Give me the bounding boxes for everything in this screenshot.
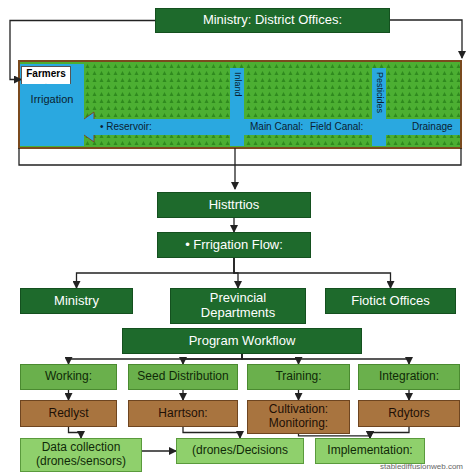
step-box: Integration: [358, 364, 460, 390]
output-box: Implementation: [315, 438, 425, 464]
output-box: Data collection (drones/sensors) [20, 438, 142, 472]
process-box: • Frrigation Flow: [157, 232, 311, 258]
node-text: Previncial Departments [175, 291, 301, 321]
flow-arrow [142, 450, 176, 451]
flow-arrow [68, 390, 69, 400]
flow-arrow [183, 427, 240, 438]
canal-label: Inland [233, 72, 243, 97]
canal-label: Main Canal: [250, 121, 303, 132]
org-box: Previncial Departments [170, 288, 306, 324]
node-text: Redlyst [48, 407, 88, 421]
node-text: Ministry: District Offices: [203, 13, 342, 28]
canal-label: Pesticides [375, 72, 385, 113]
flow-arrow [408, 390, 409, 400]
process-box: Histtrtios [157, 192, 311, 218]
node-text: Implementation: [327, 444, 412, 458]
output-box: (drones/Decisions [176, 438, 304, 464]
step-box: Seed Distribution [128, 364, 238, 390]
task-box: Rdytors [358, 400, 460, 427]
node-text: Training: [275, 370, 321, 384]
flow-arrow [182, 390, 183, 400]
node-text: Rdytors [388, 407, 429, 421]
node-text: Histtrtios [209, 198, 260, 213]
flow-arrow [242, 354, 409, 364]
reservoir-box: Irrigation [21, 84, 83, 114]
flow-arrow [69, 354, 243, 364]
org-box: Ministry [20, 288, 133, 314]
flow-arrow [233, 218, 234, 232]
node-text: • Frrigation Flow: [185, 238, 283, 253]
task-box: Cultivation: Monitoring: [247, 400, 350, 434]
flow-arrow [370, 427, 409, 438]
node-text: (drones/Decisions [192, 444, 288, 458]
node-text: Integration: [379, 370, 439, 384]
canal-label: • Reservoir: [100, 121, 152, 132]
node-text: Seed Distribution [137, 370, 228, 384]
flow-arrow [69, 427, 82, 438]
step-box: Training: [247, 364, 350, 390]
flow-arrow [234, 258, 391, 288]
workflow-box: Program Workflow [122, 328, 362, 354]
task-box: Harrtson: [128, 400, 238, 427]
task-box: Redlyst [20, 400, 117, 427]
node-text: Cultivation: Monitoring: [252, 403, 345, 431]
watermark: stablediffusionweb.com [380, 462, 463, 471]
step-box: Working: [20, 364, 117, 390]
node-text: Data collection (drones/sensors) [25, 441, 137, 469]
node-text: Program Workflow [189, 334, 296, 349]
org-box: Fiotict Offices [325, 288, 456, 314]
node-text: Ministry [54, 294, 99, 309]
canal-label: Field Canal: [310, 121, 363, 132]
node-text: Harrtson: [158, 407, 207, 421]
node-text: Irrigation [31, 93, 74, 106]
node-text: Fiotict Offices [351, 294, 430, 309]
canal-label: Drainage [412, 121, 453, 132]
flow-arrow [298, 390, 299, 400]
node-text: Working: [45, 370, 92, 384]
header-box: Ministry: District Offices: [155, 8, 390, 33]
flow-arrow [77, 258, 235, 288]
flow-arrow [183, 354, 242, 364]
